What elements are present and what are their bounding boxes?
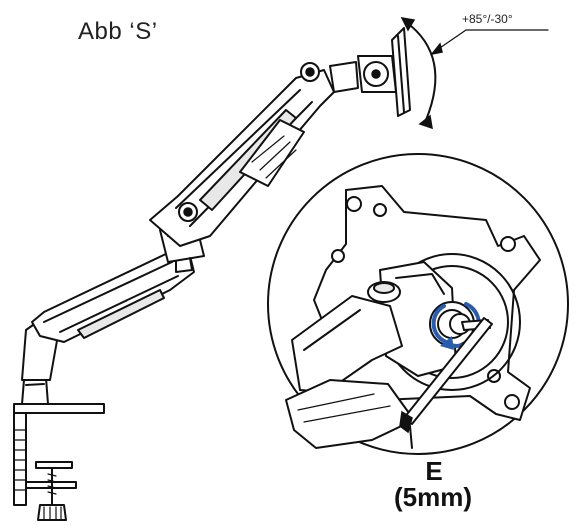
detail-arm-section: [285, 295, 415, 449]
upper-arm: [149, 62, 335, 247]
figure-title: Abb ‘S’: [78, 18, 158, 45]
tool-letter-label: E: [425, 456, 443, 486]
detail-magnifier: [267, 153, 569, 455]
tilt-head: [329, 27, 411, 117]
allen-key: [399, 317, 493, 449]
tilt-angle-label: +85°/-30°: [462, 12, 513, 26]
tilt-angle-indicator: [400, 17, 549, 130]
desk-clamp: [13, 403, 105, 521]
tool-size-label: (5mm): [393, 482, 472, 512]
